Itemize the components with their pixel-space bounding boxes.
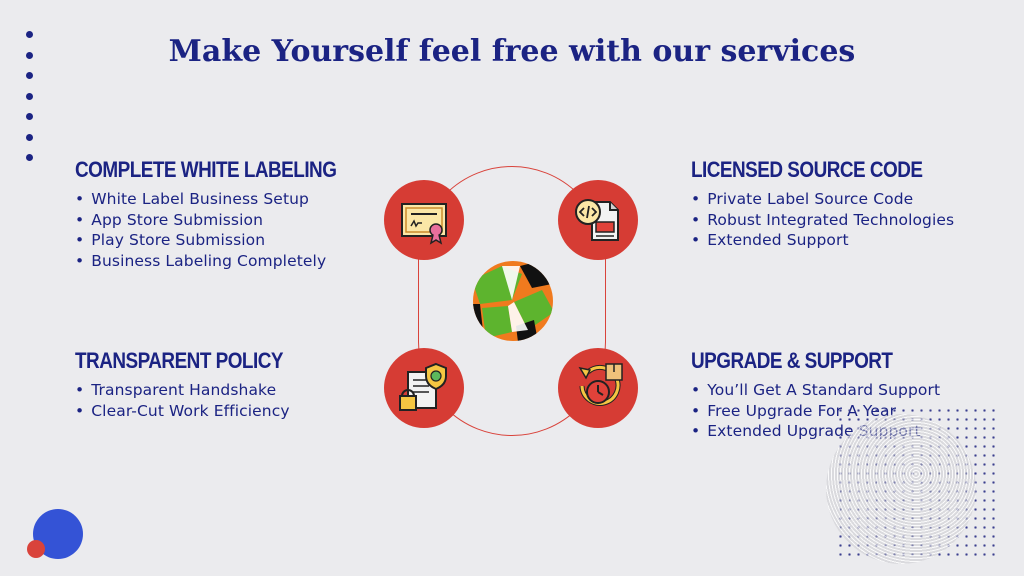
secure-document-icon — [384, 348, 464, 428]
connector-ring — [418, 166, 606, 436]
source-code-icon — [558, 180, 638, 260]
list-item: App Store Submission — [75, 210, 395, 231]
list-item: Clear-Cut Work Efficiency — [75, 401, 395, 422]
feature-list: Private Label Source Code Robust Integra… — [691, 189, 1011, 251]
certificate-icon — [384, 180, 464, 260]
list-item: Private Label Source Code — [691, 189, 1011, 210]
section-transparent-policy: TRANSPARENT POLICY Transparent Handshake… — [75, 348, 395, 421]
list-item: You’ll Get A Standard Support — [691, 380, 1011, 401]
upgrade-clock-icon — [558, 348, 638, 428]
list-item: Business Labeling Completely — [75, 251, 395, 272]
decorative-dot-column — [26, 31, 34, 175]
list-item: White Label Business Setup — [75, 189, 395, 210]
section-heading: TRANSPARENT POLICY — [75, 348, 283, 373]
list-item: Robust Integrated Technologies — [691, 210, 1011, 231]
globe-logo — [473, 261, 553, 341]
list-item: Play Store Submission — [75, 230, 395, 251]
section-complete-white-labeling: COMPLETE WHITE LABELING White Label Busi… — [75, 157, 395, 271]
decorative-wave-circle — [826, 414, 976, 564]
feature-list: White Label Business Setup App Store Sub… — [75, 189, 395, 271]
section-heading: LICENSED SOURCE CODE — [691, 157, 923, 182]
page-title: Make Yourself feel free with our service… — [168, 34, 856, 69]
list-item: Transparent Handshake — [75, 380, 395, 401]
decorative-red-circle — [27, 540, 45, 558]
section-heading: COMPLETE WHITE LABELING — [75, 157, 337, 182]
section-licensed-source-code: LICENSED SOURCE CODE Private Label Sourc… — [691, 157, 1011, 251]
section-heading: UPGRADE & SUPPORT — [691, 348, 893, 373]
feature-list: Transparent Handshake Clear-Cut Work Eff… — [75, 380, 395, 421]
list-item: Extended Support — [691, 230, 1011, 251]
